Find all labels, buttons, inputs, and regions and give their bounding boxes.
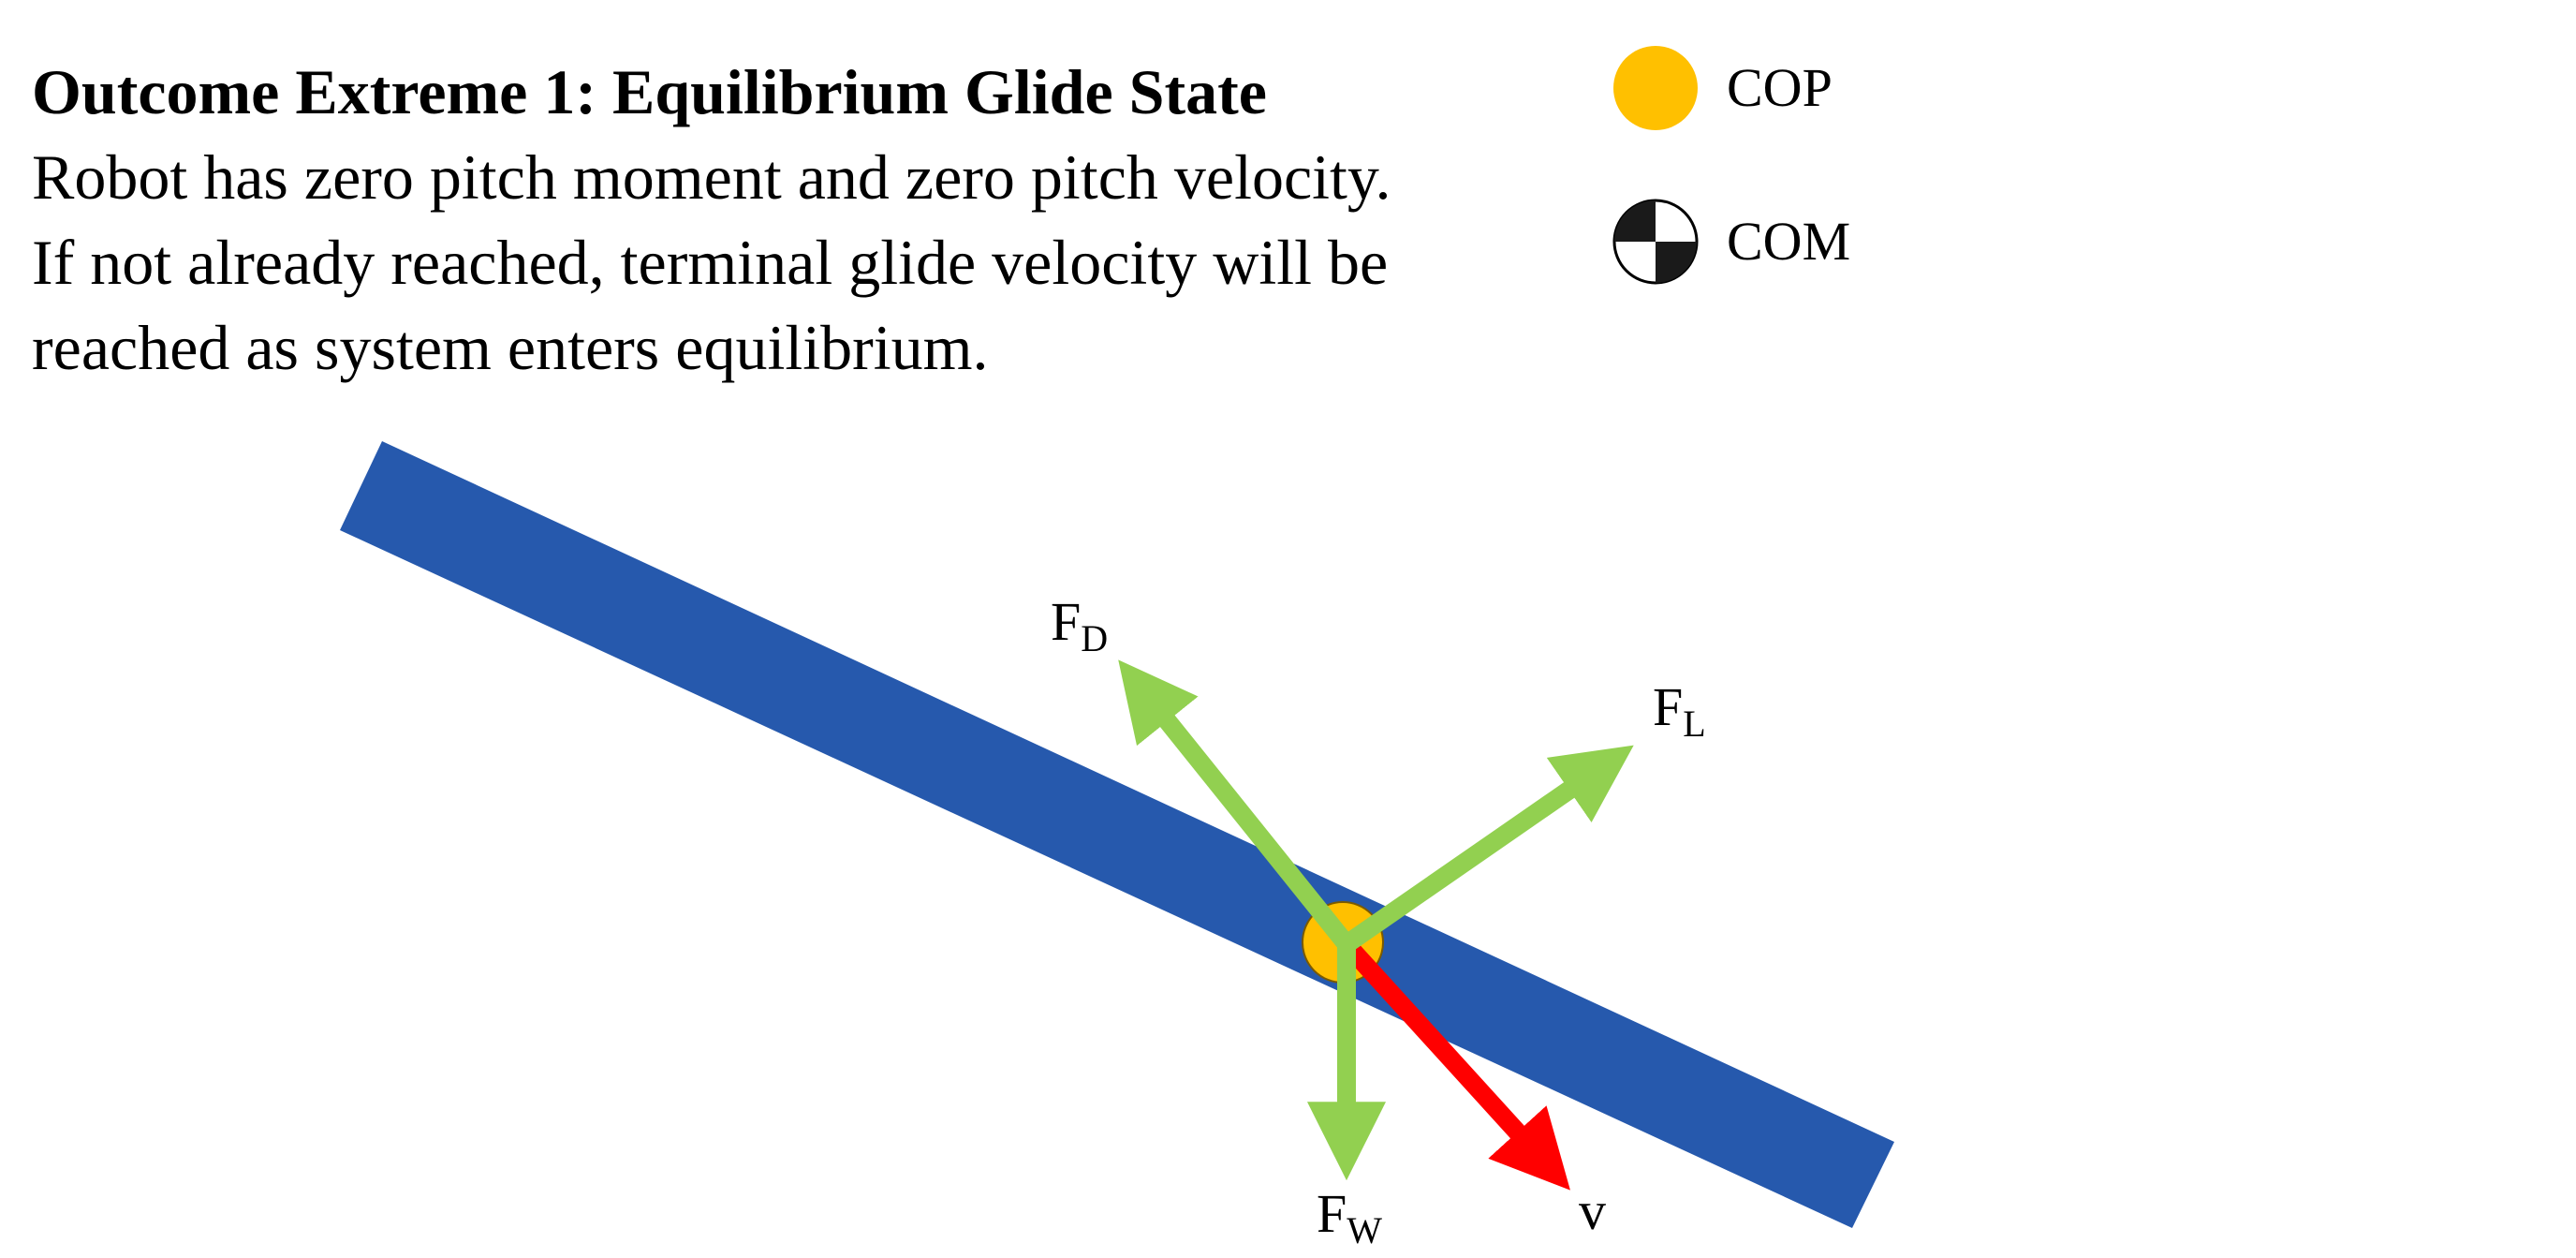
- drag-force-letter: F: [1051, 591, 1081, 652]
- velocity-label: v: [1579, 1180, 1606, 1241]
- drag-force-vector: [1118, 659, 1354, 951]
- header: Outcome Extreme 1: Equilibrium Glide Sta…: [32, 49, 1568, 391]
- legend-label-cop: COP: [1727, 57, 1833, 118]
- diagram-title: Outcome Extreme 1: Equilibrium Glide Sta…: [32, 56, 1267, 127]
- lift-force-vector: [1341, 745, 1634, 953]
- description-line-3: reached as system enters equilibrium.: [32, 312, 989, 383]
- weight-force-subscript: W: [1347, 1209, 1382, 1251]
- cop-icon: [1613, 46, 1698, 130]
- legend-label-com: COM: [1727, 211, 1851, 272]
- velocity-letter: v: [1579, 1180, 1606, 1241]
- description-line-2: If not already reached, terminal glide v…: [32, 227, 1389, 298]
- lift-force-label: FL: [1653, 676, 1706, 745]
- velocity-vector: [1339, 938, 1570, 1191]
- drag-force-label: FD: [1051, 591, 1108, 659]
- robot-body: [340, 441, 1894, 1228]
- description-line-1: Robot has zero pitch moment and zero pit…: [32, 141, 1391, 213]
- weight-force-letter: F: [1317, 1183, 1347, 1244]
- lift-force-subscript: L: [1683, 703, 1705, 745]
- legend-item-cop: COP: [1611, 43, 1910, 133]
- com-icon: [1612, 199, 1699, 285]
- drag-force-subscript: D: [1081, 617, 1108, 659]
- legend-item-com: COM: [1611, 197, 1910, 287]
- weight-force-label: FW: [1317, 1183, 1382, 1251]
- lift-force-letter: F: [1653, 676, 1683, 737]
